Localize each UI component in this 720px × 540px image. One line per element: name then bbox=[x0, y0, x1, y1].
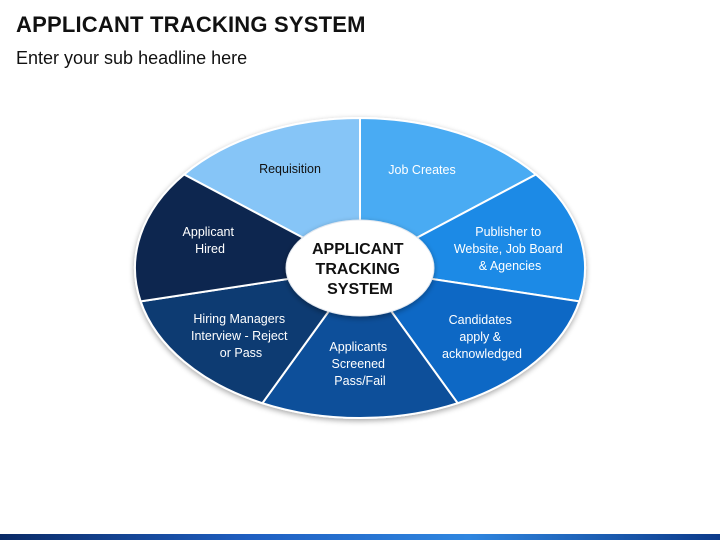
svg-text:Hiring Managers Intervie: Hiring Managers Interview - Reject or Pa… bbox=[191, 312, 291, 360]
segment-text: Applicants bbox=[329, 340, 387, 354]
svg-text:Applicant Hired: Applicant Hired bbox=[183, 225, 238, 256]
segment-label-interview: Hiring Managers Interview - Reject or Pa… bbox=[191, 312, 291, 360]
center-text: APPLICANT bbox=[312, 241, 404, 258]
segment-text: & Agencies bbox=[479, 259, 542, 273]
svg-text:Publisher to Website, Jo: Publisher to Website, Job Board & Agenci… bbox=[454, 225, 566, 273]
svg-text:Applicants Screened: Applicants Screened Pass/Fail bbox=[329, 340, 390, 388]
svg-text:Job Creates: Job Creates bbox=[388, 163, 455, 177]
svg-text:Candidates apply &: Candidates apply & acknowledged bbox=[442, 313, 522, 361]
page-title: APPLICANT TRACKING SYSTEM bbox=[16, 12, 366, 37]
segment-label-job-creates: Job Creates bbox=[388, 163, 455, 177]
svg-text:Requisition: Requisition bbox=[259, 162, 321, 176]
segment-screened bbox=[260, 266, 460, 419]
segment-text: Pass/Fail bbox=[334, 374, 385, 388]
center-text: SYSTEM bbox=[327, 281, 393, 298]
center-ellipse bbox=[285, 219, 435, 317]
segment-text: Hiring Managers bbox=[193, 312, 285, 326]
segment-candidates bbox=[357, 266, 581, 405]
segment-interview bbox=[139, 266, 363, 405]
segment-label-candidates: Candidates apply & acknowledged bbox=[442, 313, 522, 361]
segment-label-requisition: Requisition bbox=[259, 162, 321, 176]
segment-text: Requisition bbox=[259, 162, 321, 176]
segment-label-screened: Applicants Screened Pass/Fail bbox=[329, 340, 390, 388]
segment-text: Candidates bbox=[449, 313, 512, 327]
segment-label-hired: Applicant Hired bbox=[183, 225, 238, 256]
segment-text: or Pass bbox=[220, 346, 262, 360]
segment-text: apply & bbox=[459, 330, 501, 344]
segment-text: acknowledged bbox=[442, 347, 522, 361]
segment-text: Interview - Reject bbox=[191, 329, 288, 343]
page-subtitle: Enter your sub headline here bbox=[16, 48, 248, 68]
segment-text: Screened bbox=[332, 357, 386, 371]
segment-label-publisher: Publisher to Website, Job Board & Agenci… bbox=[454, 225, 566, 273]
footer-bar bbox=[0, 534, 720, 540]
segment-text: Hired bbox=[195, 242, 225, 256]
segment-text: Website, Job Board bbox=[454, 242, 563, 256]
segment-text: Applicant bbox=[183, 225, 235, 239]
center-text: TRACKING bbox=[316, 261, 400, 278]
segment-text: Publisher to bbox=[475, 225, 541, 239]
segment-text: Job Creates bbox=[388, 163, 455, 177]
center-label: APPLICANT TRACKING SYSTEM bbox=[312, 241, 408, 298]
